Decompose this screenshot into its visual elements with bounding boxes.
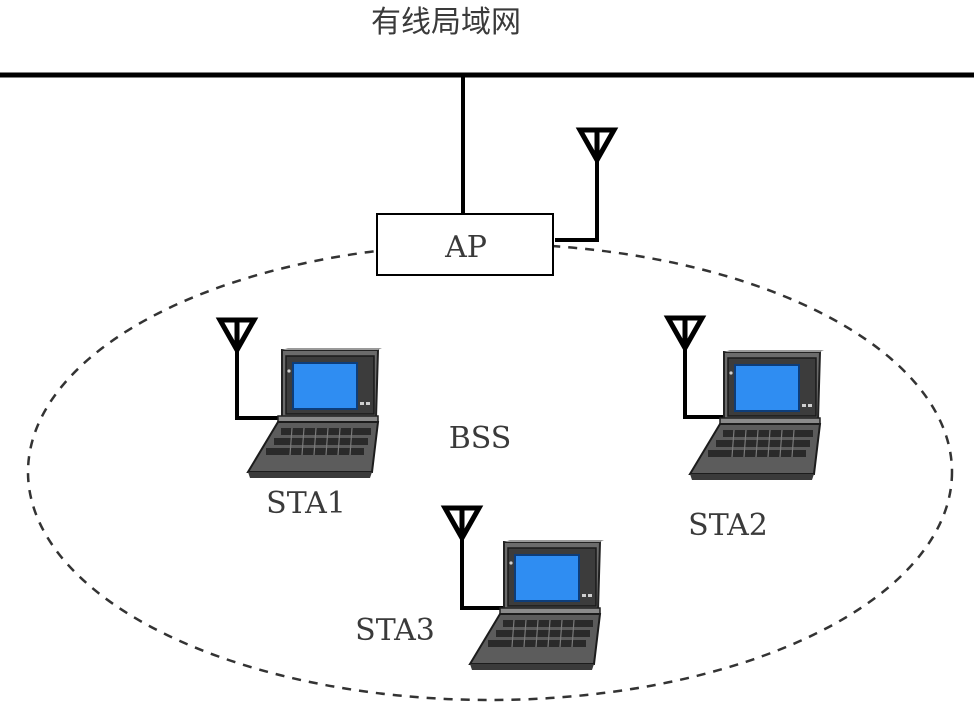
station-label: STA2 [688, 508, 768, 543]
sta1-antenna-cable [235, 350, 282, 420]
sta2-antenna-cable [683, 348, 725, 419]
station-sta1: STA1 [220, 320, 383, 521]
station-sta3: STA3 [355, 508, 605, 671]
sta3-antenna-cable [460, 538, 508, 610]
access-point-label: AP [444, 230, 487, 265]
laptop-icon [247, 347, 383, 479]
ap-antenna-cable [555, 160, 599, 242]
antenna-icon [220, 320, 254, 350]
access-point: AP [376, 130, 614, 276]
antenna-icon [580, 130, 614, 160]
network-title: 有线局域网 [371, 5, 521, 40]
antenna-icon [668, 318, 702, 348]
station-sta2: STA2 [668, 318, 825, 543]
bss-label: BSS [449, 421, 512, 456]
station-label: STA1 [266, 486, 346, 521]
access-point-box [376, 213, 554, 276]
laptop-icon [469, 539, 605, 671]
station-label: STA3 [355, 613, 435, 648]
antenna-icon [445, 508, 479, 538]
